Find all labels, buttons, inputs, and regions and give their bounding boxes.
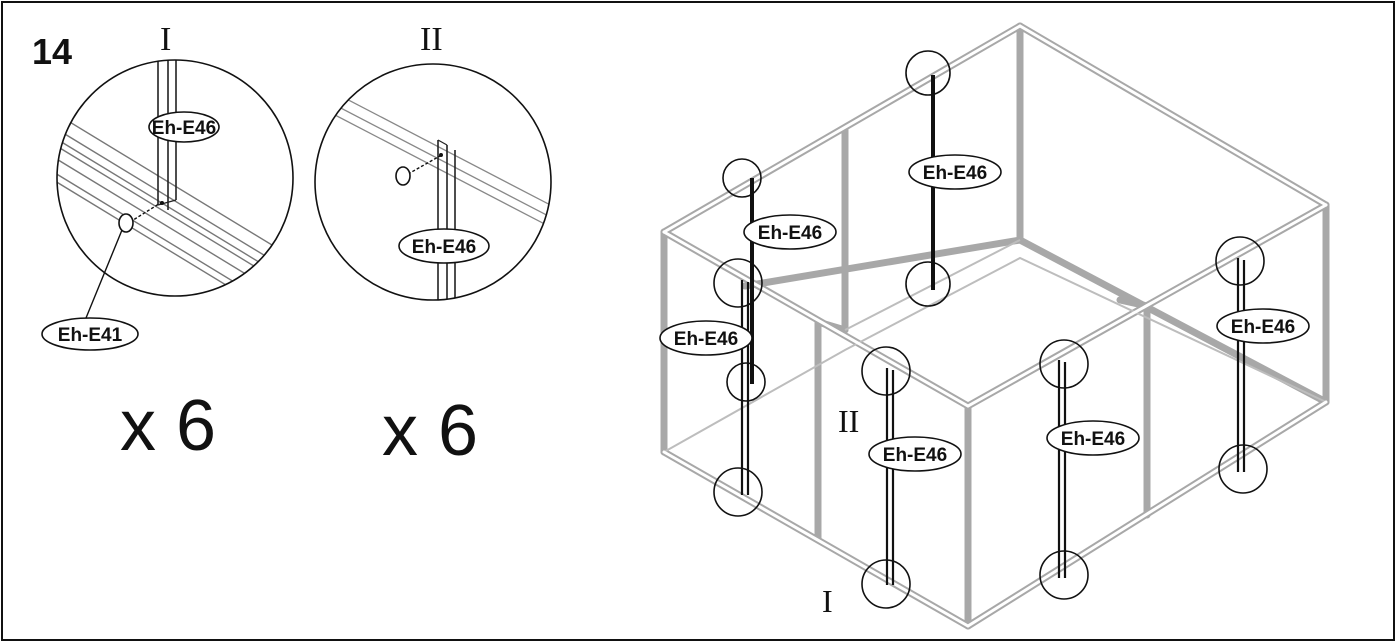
detail-I-screw-label: Eh-E41 xyxy=(58,325,123,346)
screw-circle xyxy=(905,261,951,307)
post-label-oval xyxy=(1216,308,1310,344)
detail-II-title: II xyxy=(420,21,443,58)
screw-circle xyxy=(1039,550,1089,600)
post-label: Eh-E46 xyxy=(883,445,947,466)
detail-II-part-oval xyxy=(398,228,490,264)
step-number: 14 xyxy=(32,31,72,72)
screw-circle xyxy=(861,346,911,396)
detail-II-multiplier: x 6 xyxy=(382,391,478,471)
post-label: Eh-E46 xyxy=(758,223,822,244)
detail-I-multiplier: x 6 xyxy=(120,386,216,466)
screw-circle xyxy=(861,559,911,609)
screw-circle xyxy=(1218,444,1268,494)
post-label: Eh-E46 xyxy=(1061,429,1125,450)
screw-circle xyxy=(1215,236,1265,286)
detail-I-title: I xyxy=(160,21,171,58)
post-label: Eh-E46 xyxy=(1231,317,1295,338)
post-label-oval xyxy=(743,214,837,250)
detail-I: I Eh-E46 Eh-E41 xyxy=(41,21,294,466)
detail-II-part-label: Eh-E46 xyxy=(412,237,476,258)
screw-circle xyxy=(722,158,762,198)
detail-I-part-label: Eh-E46 xyxy=(152,118,216,139)
assembly-posts: Eh-E46 Eh-E46 Eh-E46 Eh-E46 Eh-E46 Eh-E4… xyxy=(659,50,1310,619)
detail-I-screw-oval xyxy=(41,317,139,351)
screw-circle xyxy=(713,258,763,308)
detail-I-circle xyxy=(56,59,294,297)
post-label: Eh-E46 xyxy=(923,163,987,184)
screw-circle xyxy=(905,50,951,96)
detail-I-leader-line xyxy=(85,229,123,319)
callout-detail-I: I xyxy=(822,583,833,619)
post-label-oval xyxy=(1046,420,1140,456)
detail-I-part-oval xyxy=(148,111,220,143)
screw-circle xyxy=(713,467,763,517)
detail-II: II Eh-E46 x 6 xyxy=(314,21,552,471)
post-label-oval xyxy=(868,436,962,472)
screw-circle xyxy=(1039,339,1089,389)
post-label: Eh-E46 xyxy=(674,329,738,350)
detail-II-circle xyxy=(314,63,552,301)
assembly-frame xyxy=(660,22,1330,630)
post-label-oval xyxy=(908,154,1002,190)
detail-II-zoom-content xyxy=(315,79,551,300)
post-label-oval xyxy=(659,320,753,356)
callout-detail-II: II xyxy=(838,403,859,439)
detail-I-zoom-content xyxy=(57,60,293,296)
screw-circle xyxy=(726,362,766,402)
